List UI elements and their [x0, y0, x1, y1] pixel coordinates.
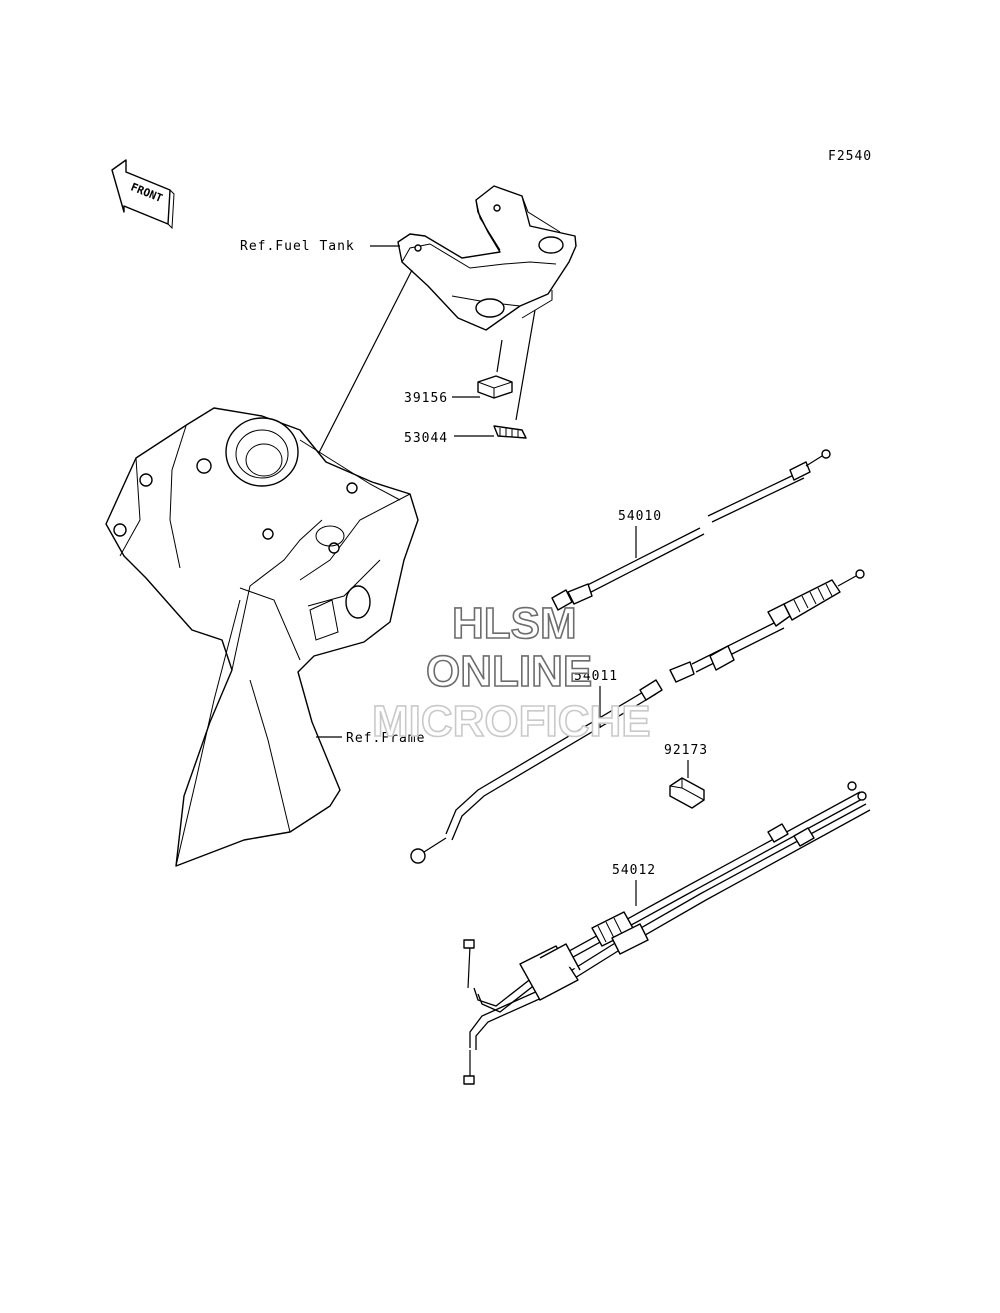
label-ref-frame: Ref.Frame: [346, 731, 425, 746]
part-39156-pad: [477, 375, 513, 399]
watermark-microfiche: MICROFICHE: [372, 697, 651, 746]
label-54012: 54012: [612, 863, 656, 878]
label-54010: 54010: [618, 509, 662, 524]
cable-54012: [463, 781, 871, 1085]
diagram-code: F2540: [828, 149, 872, 164]
cable-54011: [410, 569, 865, 864]
label-92173: 92173: [664, 743, 708, 758]
fuel-tank-bracket: [397, 185, 577, 331]
watermark-online: ONLINE: [426, 647, 592, 696]
label-39156: 39156: [404, 391, 448, 406]
label-54011: 54011: [574, 669, 618, 684]
frame: [105, 407, 419, 867]
label-53044: 53044: [404, 431, 448, 446]
cable-54010: [551, 449, 831, 611]
part-53044-damper: [493, 425, 527, 439]
part-92173-clip: [669, 777, 705, 809]
label-ref-fuel-tank: Ref.Fuel Tank: [240, 239, 355, 254]
front-arrow-icon: FRONT: [111, 159, 175, 230]
watermark-hlsm: HLSM: [452, 599, 577, 648]
